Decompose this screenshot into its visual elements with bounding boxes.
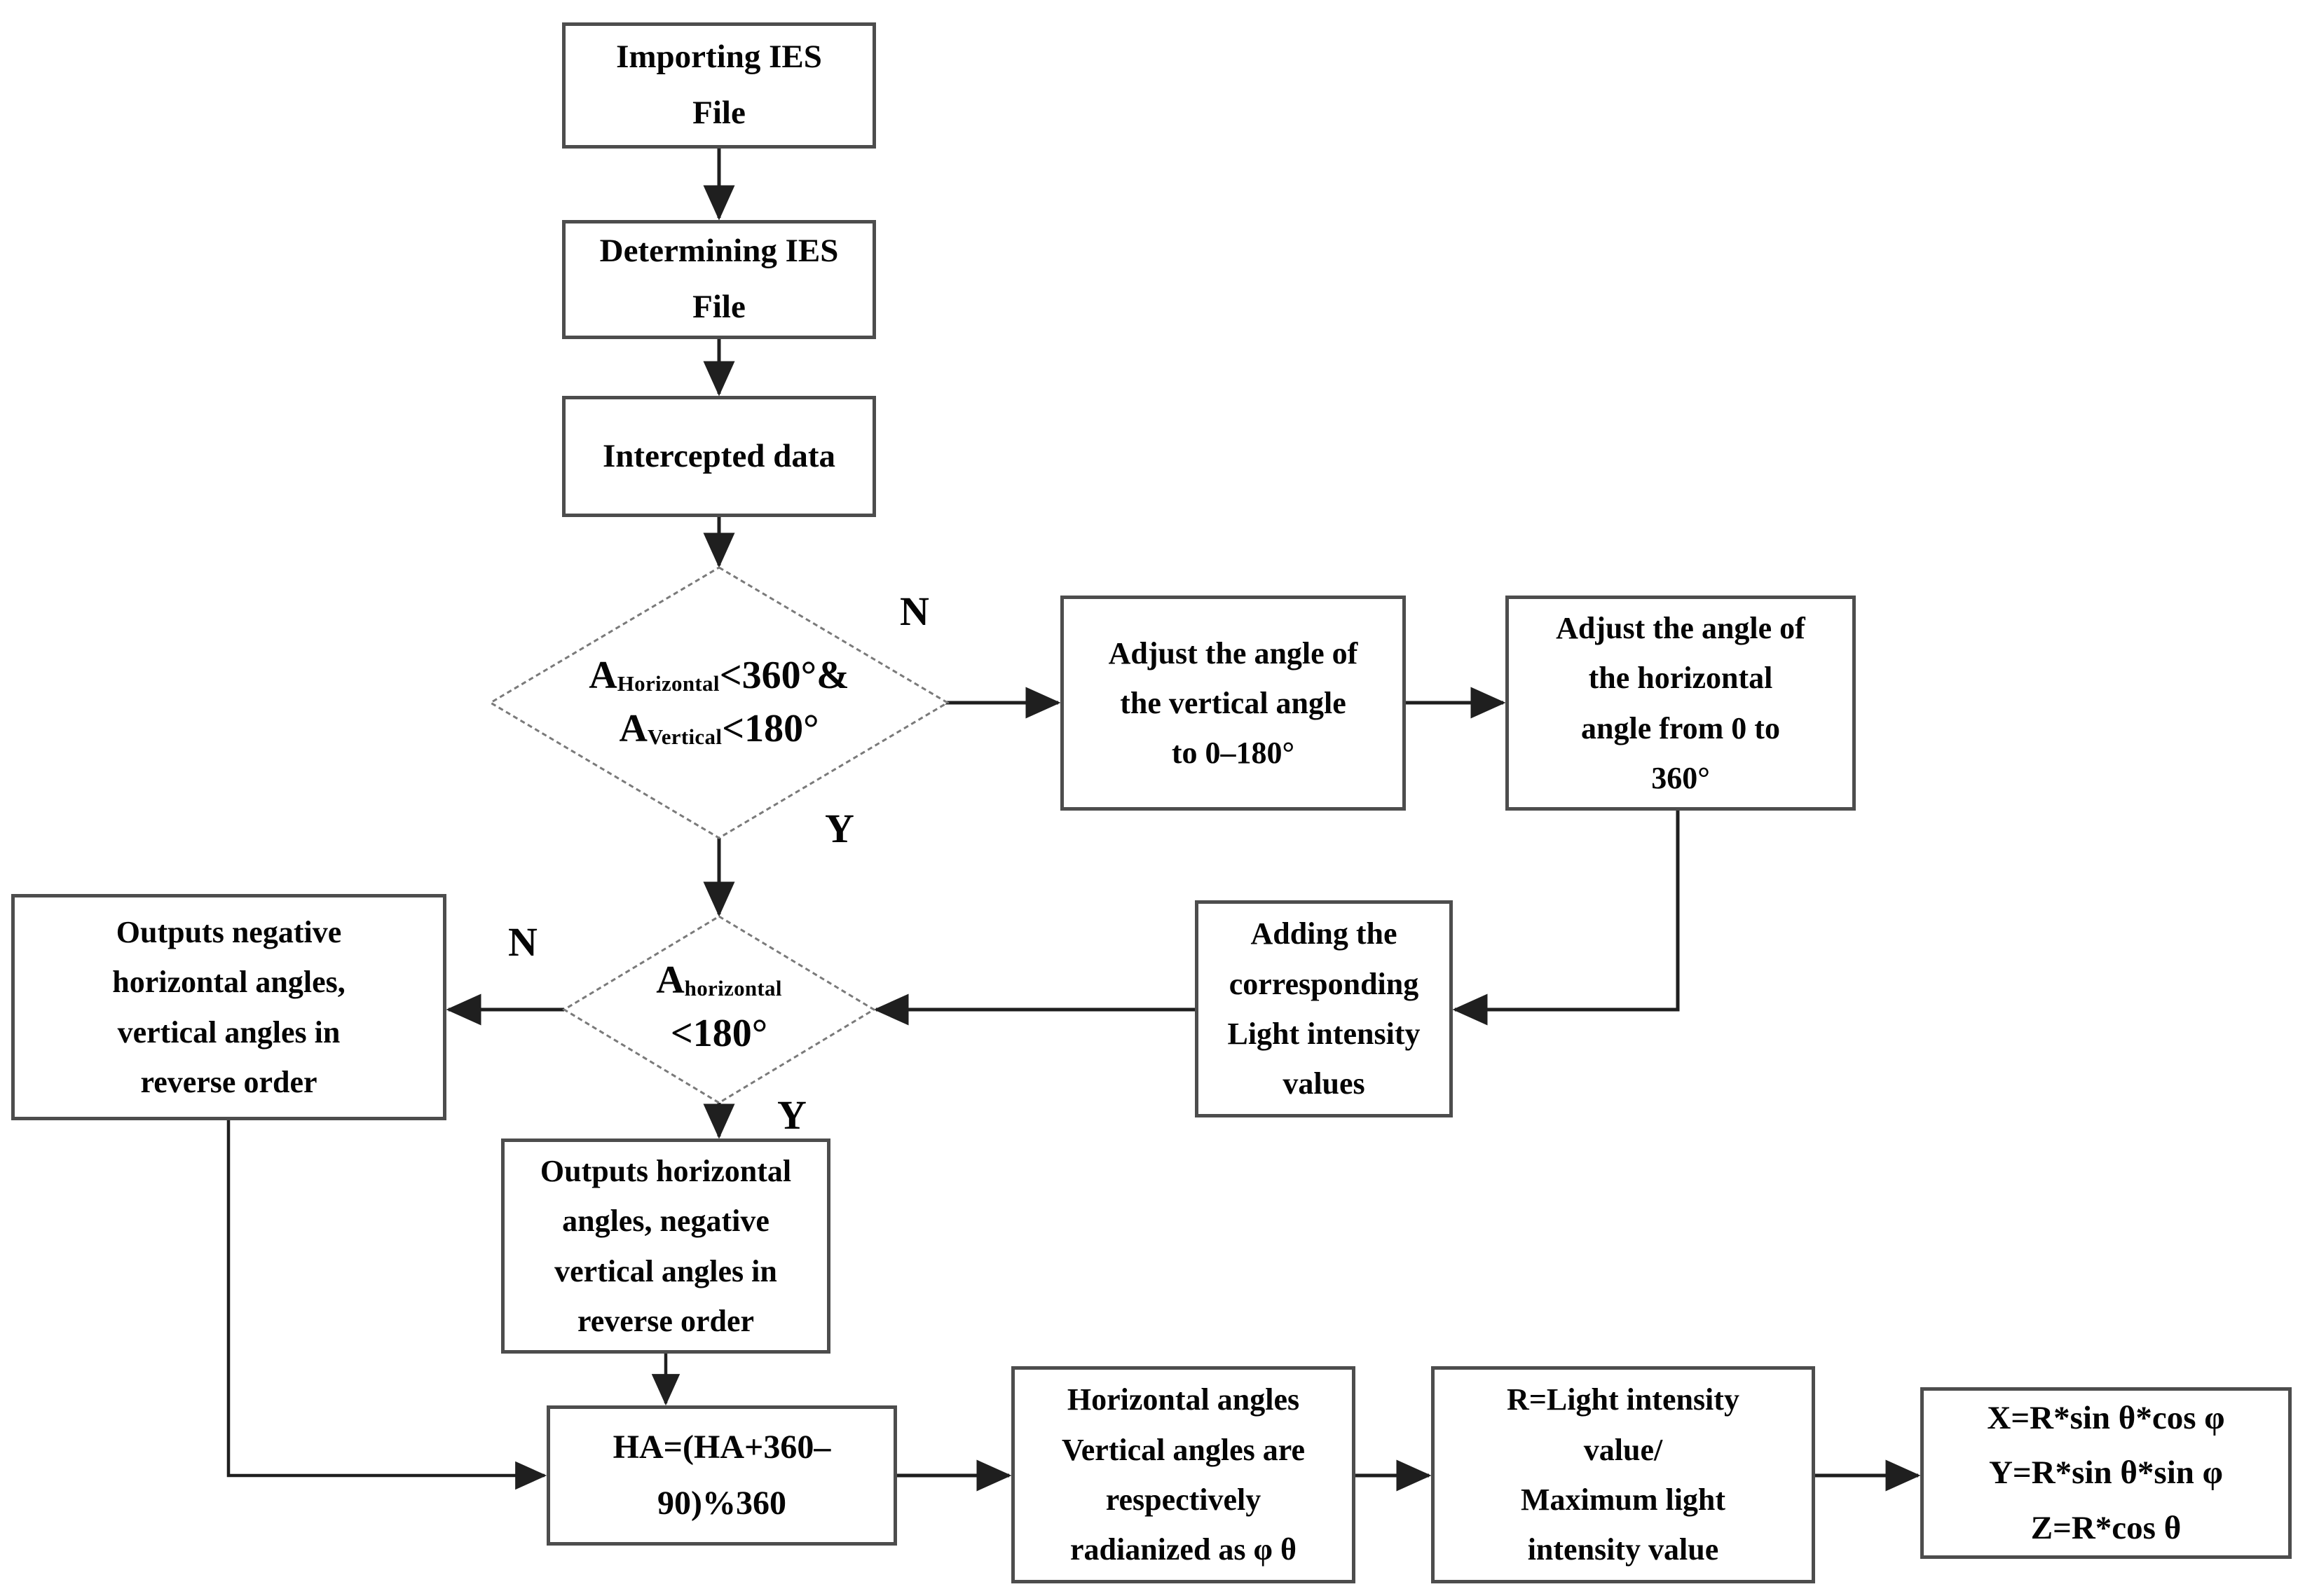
node-adjust-vertical-angle: Adjust the angle of the vertical angle t…: [1060, 596, 1406, 811]
decision2-line2: <180°: [671, 1007, 767, 1061]
decision1-no-label: N: [900, 589, 929, 634]
decision2-subscript1: horizontal: [684, 976, 782, 1001]
node-adjust-horizontal-angle: Adjust the angle of the horizontal angle…: [1505, 596, 1856, 811]
node-determining-ies-file: Determining IES File: [562, 220, 876, 339]
decision1-shape: [488, 566, 950, 839]
decision1-line1: AHorizontal<360°&: [589, 649, 849, 703]
decision2-line1: Ahorizontal: [656, 954, 782, 1007]
node-intercepted-data: Intercepted data: [562, 396, 876, 517]
node-xyz-formula: X=R*sin θ*cos φ Y=R*sin θ*sin φ Z=R*cos …: [1920, 1387, 2292, 1559]
node-outputs-negative-horizontal: Outputs negative horizontal angles, vert…: [11, 894, 446, 1120]
node-adding-light-intensity: Adding the corresponding Light intensity…: [1195, 900, 1453, 1117]
decision2-horizontal-under-180: Ahorizontal <180°: [564, 932, 874, 1083]
decision2-yes-label: Y: [777, 1092, 807, 1138]
node-ha-formula: HA=(HA+360– 90)%360: [547, 1405, 897, 1546]
connector-outputs-negative-ha: [226, 1120, 547, 1490]
node-r-formula: R=Light intensity value/ Maximum light i…: [1431, 1366, 1815, 1583]
decision2-no-label: N: [508, 919, 538, 965]
decision1-subscript2: Vertical: [647, 724, 723, 749]
decision1-line2: AVertical<180°: [619, 703, 819, 756]
decision1-condition1: <360°&: [719, 654, 849, 698]
decision1-var2: A: [619, 707, 648, 750]
decision1-subscript1: Horizontal: [617, 671, 720, 696]
node-outputs-horizontal-negative-vertical: Outputs horizontal angles, negative vert…: [501, 1138, 830, 1354]
decision2-var1: A: [656, 958, 685, 1003]
decision2-condition1: <180°: [670, 1012, 768, 1055]
node-radianize-angles: Horizontal angles Vertical angles are re…: [1011, 1366, 1355, 1583]
decision2-shape: [562, 915, 876, 1104]
decision1-angles-in-range: AHorizontal<360°& AVertical<180°: [491, 610, 948, 796]
decision1-condition2: <180°: [722, 707, 819, 750]
node-importing-ies-file: Importing IES File: [562, 22, 876, 149]
decision1-var1: A: [589, 654, 617, 698]
decision1-yes-label: Y: [825, 806, 854, 851]
connector-adjust-horizontal-adding: [1452, 811, 1680, 1026]
